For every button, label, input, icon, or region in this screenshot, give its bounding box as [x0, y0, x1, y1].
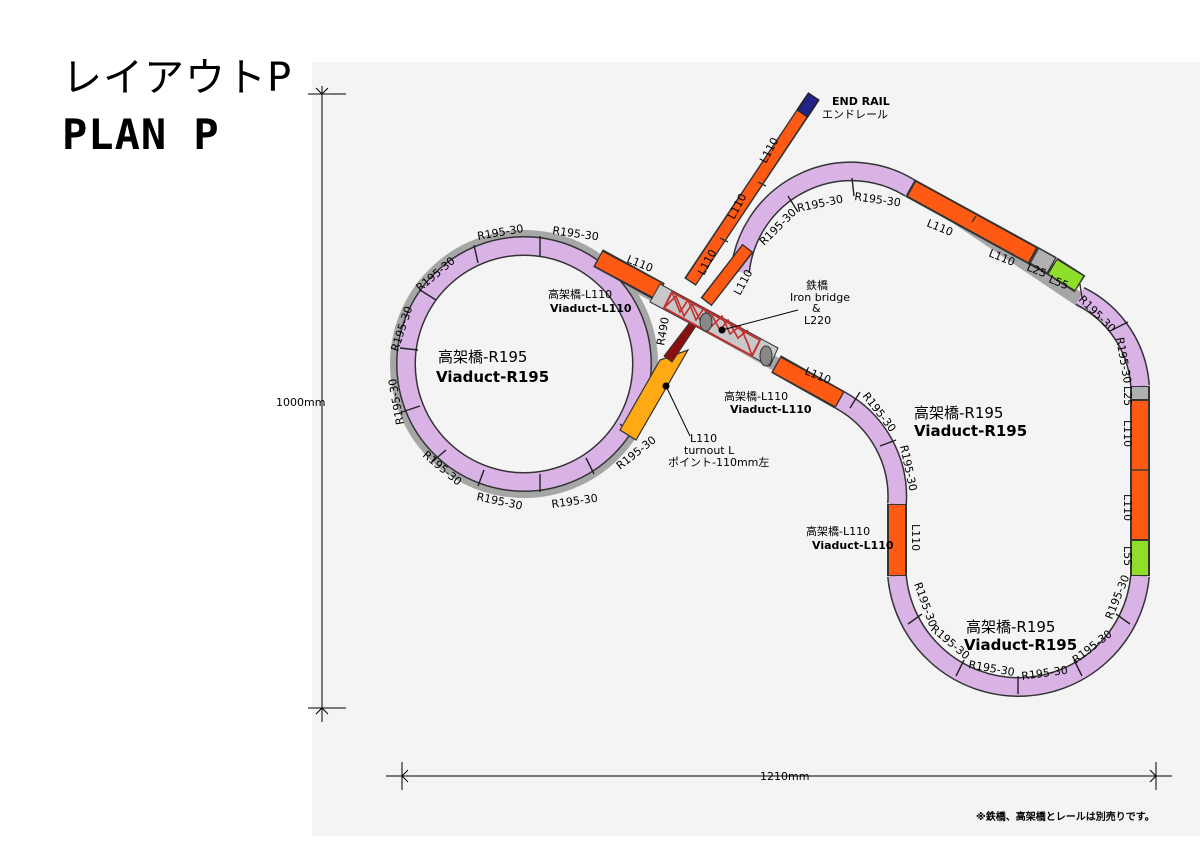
- label-r195-2: R195-30: [552, 224, 600, 243]
- viaduct-l110-en-2: Viaduct-L110: [730, 403, 812, 416]
- label-l25-r: L25: [1121, 386, 1134, 406]
- label-l55-r: L55: [1121, 546, 1134, 566]
- iron-bridge: [649, 283, 779, 367]
- viaduct-r195-jp-3: 高架橋-R195: [966, 618, 1055, 636]
- layout-title-jp: レイアウトP: [62, 55, 293, 101]
- callout-lines: [665, 309, 799, 437]
- bridge-label-len: L220: [804, 314, 831, 327]
- label-r195-b4: R195-30: [1021, 664, 1069, 683]
- turnout: [619, 321, 697, 441]
- turnout-label-en: turnout L: [684, 444, 735, 457]
- bridge-label-jp: 鉄橋: [806, 278, 828, 292]
- label-l110-r2: L110: [1121, 494, 1134, 521]
- turnout-label-jp: ポイント-110mm左: [668, 456, 769, 469]
- viaduct-r195-jp-1: 高架橋-R195: [438, 348, 527, 366]
- bridge-label-en: Iron bridge: [790, 291, 850, 304]
- viaduct-l110-en-3: Viaduct-L110: [812, 539, 894, 552]
- layout-title-en: PLAN P: [62, 110, 220, 159]
- turnout-label-code: L110: [690, 432, 717, 445]
- height-label: 1000mm: [276, 396, 325, 409]
- right-curve-joints: [787, 177, 1131, 694]
- straight-rails: [593, 92, 1150, 576]
- viaduct-r195-en-1: Viaduct-R195: [436, 368, 549, 386]
- label-l110-m: L110: [909, 524, 922, 551]
- viaduct-r195-en-2: Viaduct-R195: [914, 422, 1027, 440]
- label-r195-8: R195-30: [551, 492, 599, 511]
- label-l110-spur3: L110: [695, 247, 719, 277]
- dimension-width: [386, 762, 1172, 790]
- footnote: ※鉄橋、高架橋とレールは別売りです。: [976, 810, 1155, 823]
- turnout-callout-dot: [662, 382, 670, 390]
- end-rail-label-en: END RAIL: [832, 95, 890, 108]
- bridge-callout-dot: [718, 326, 726, 334]
- label-l110-r1: L110: [1121, 420, 1134, 447]
- viaduct-r195-en-3: Viaduct-R195: [964, 636, 1077, 654]
- dimension-height: [308, 86, 346, 722]
- viaduct-l110-en-1: Viaduct-L110: [550, 302, 632, 315]
- viaduct-r195-jp-2: 高架橋-R195: [914, 404, 1003, 422]
- viaduct-l110-jp-2: 高架橋-L110: [724, 389, 788, 403]
- label-r490: R490: [654, 316, 672, 346]
- label-r195-u2: R195-30: [796, 193, 844, 215]
- left-loop-curves: [396, 236, 652, 492]
- bridge-label-amp: &: [812, 302, 821, 315]
- viaduct-l110-jp-1: 高架橋-L110: [548, 287, 612, 301]
- viaduct-l110-jp-3: 高架橋-L110: [806, 524, 870, 538]
- width-label: 1210mm: [760, 770, 809, 783]
- label-r195-u3: R195-30: [854, 190, 902, 209]
- end-rail-label-jp: エンドレール: [822, 108, 888, 121]
